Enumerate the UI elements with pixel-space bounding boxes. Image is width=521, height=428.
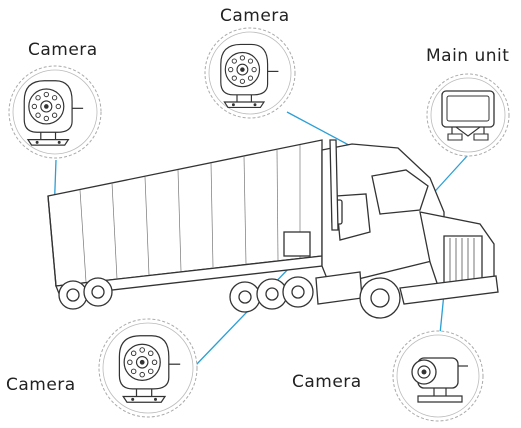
- bubble-camera-bottom-right: [393, 331, 483, 421]
- label-camera-bottom-left: Camera: [6, 375, 76, 395]
- label-camera-left: Camera: [28, 40, 98, 60]
- label-camera-top: Camera: [220, 6, 290, 26]
- bubble-main-unit: [427, 74, 509, 156]
- bubble-camera-top: [205, 28, 295, 118]
- bubble-camera-left: [9, 66, 101, 158]
- label-camera-bottom-right: Camera: [292, 372, 362, 392]
- truck-illustration: [48, 140, 498, 318]
- label-main-unit: Main unit: [426, 46, 509, 66]
- bubble-camera-bottom-left: [99, 319, 197, 417]
